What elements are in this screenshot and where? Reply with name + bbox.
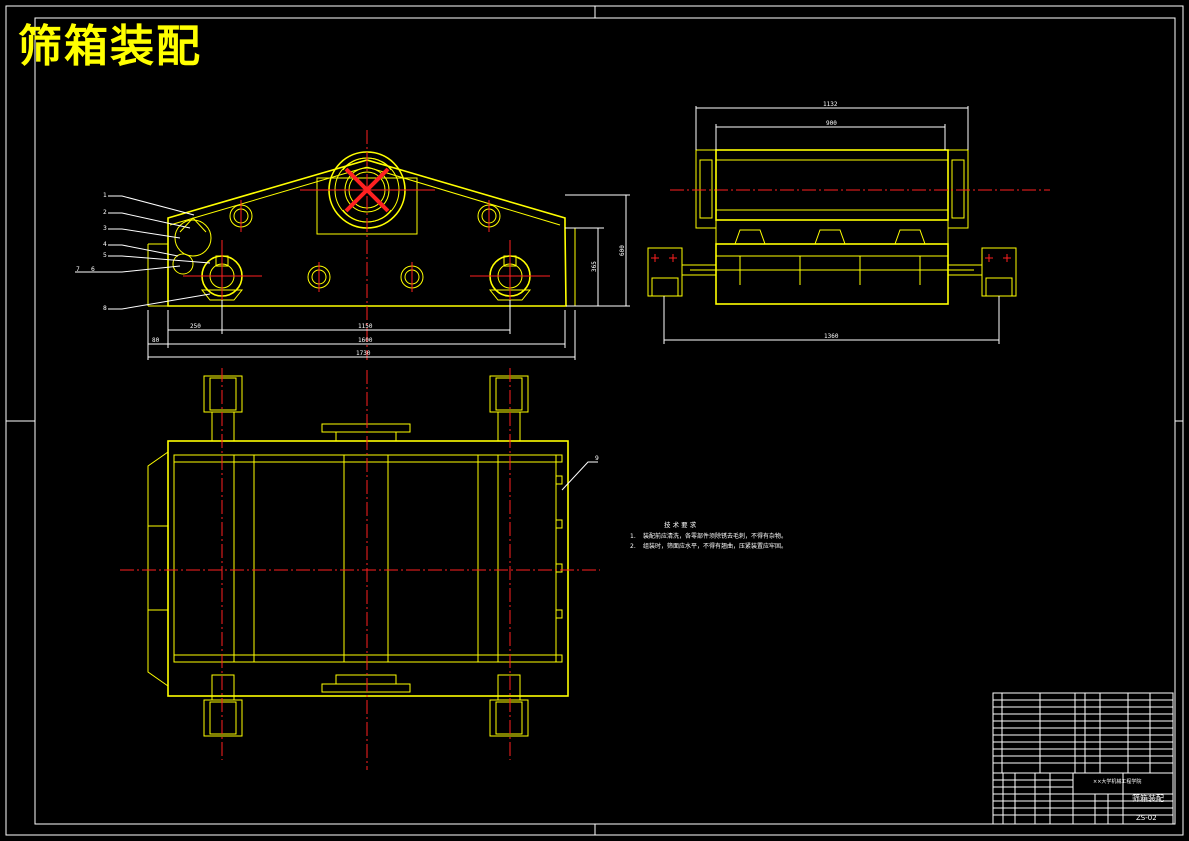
drawing-number: ZS-02 (1136, 814, 1157, 822)
drawing-name: 筛箱装配 (1132, 793, 1164, 803)
dim-height-mount: 365 (591, 261, 598, 272)
tech-req-item-2-num: 2. (630, 543, 636, 550)
front-view-dimensions: 250 1150 80 1600 1730 600 365 (147, 194, 630, 360)
part-label-6: 6 (91, 266, 95, 273)
tech-req-item-1-num: 1. (630, 533, 636, 540)
part-label-9: 9 (595, 455, 599, 462)
sheet-frame (5, 5, 1184, 836)
dim-height-total: 600 (619, 245, 626, 256)
tech-req-heading: 技 术 要 求 (664, 520, 697, 529)
title-block: ××大学机械工程学院 筛箱装配 ZS-02 (992, 692, 1174, 825)
part-label-5: 5 (103, 252, 107, 259)
tech-req-item-2-text: 组装时，筛面应水平，不得有翘曲，压紧装置应牢固。 (643, 542, 787, 550)
technical-requirements: 技 术 要 求 1. 装配前应清洗，各零部件须除锈去毛刺，不得有杂物。 2. 组… (630, 520, 787, 550)
part-label-3: 3 (103, 225, 107, 232)
plan-view: 9 (120, 368, 600, 770)
dim-bearing-span: 1150 (358, 323, 373, 330)
institution-name: ××大学机械工程学院 (1093, 778, 1141, 785)
dim-offset-bearing: 250 (190, 323, 201, 330)
dim-overall-length: 1730 (356, 350, 371, 357)
dim-offset-left: 80 (152, 337, 160, 344)
part-label-4: 4 (103, 241, 107, 248)
dim-mount-span: 1600 (358, 337, 373, 344)
tech-req-item-1-text: 装配前应清洗，各零部件须除锈去毛刺，不得有杂物。 (643, 532, 787, 540)
part-label-1: 1 (103, 192, 107, 199)
dim-base-width: 1360 (824, 333, 839, 340)
front-view (75, 130, 576, 360)
part-label-8: 8 (103, 305, 107, 312)
dim-inner-width: 900 (826, 120, 837, 127)
dim-outer-width: 1132 (823, 101, 838, 108)
side-view (647, 106, 1050, 344)
front-view-labels: 1 2 3 4 5 6 7 8 (76, 192, 107, 312)
part-label-7: 7 (76, 266, 80, 273)
part-label-2: 2 (103, 209, 107, 216)
drawing-title: 筛箱装配 (18, 21, 202, 72)
side-view-dimensions: 1132 900 1360 (823, 101, 839, 340)
